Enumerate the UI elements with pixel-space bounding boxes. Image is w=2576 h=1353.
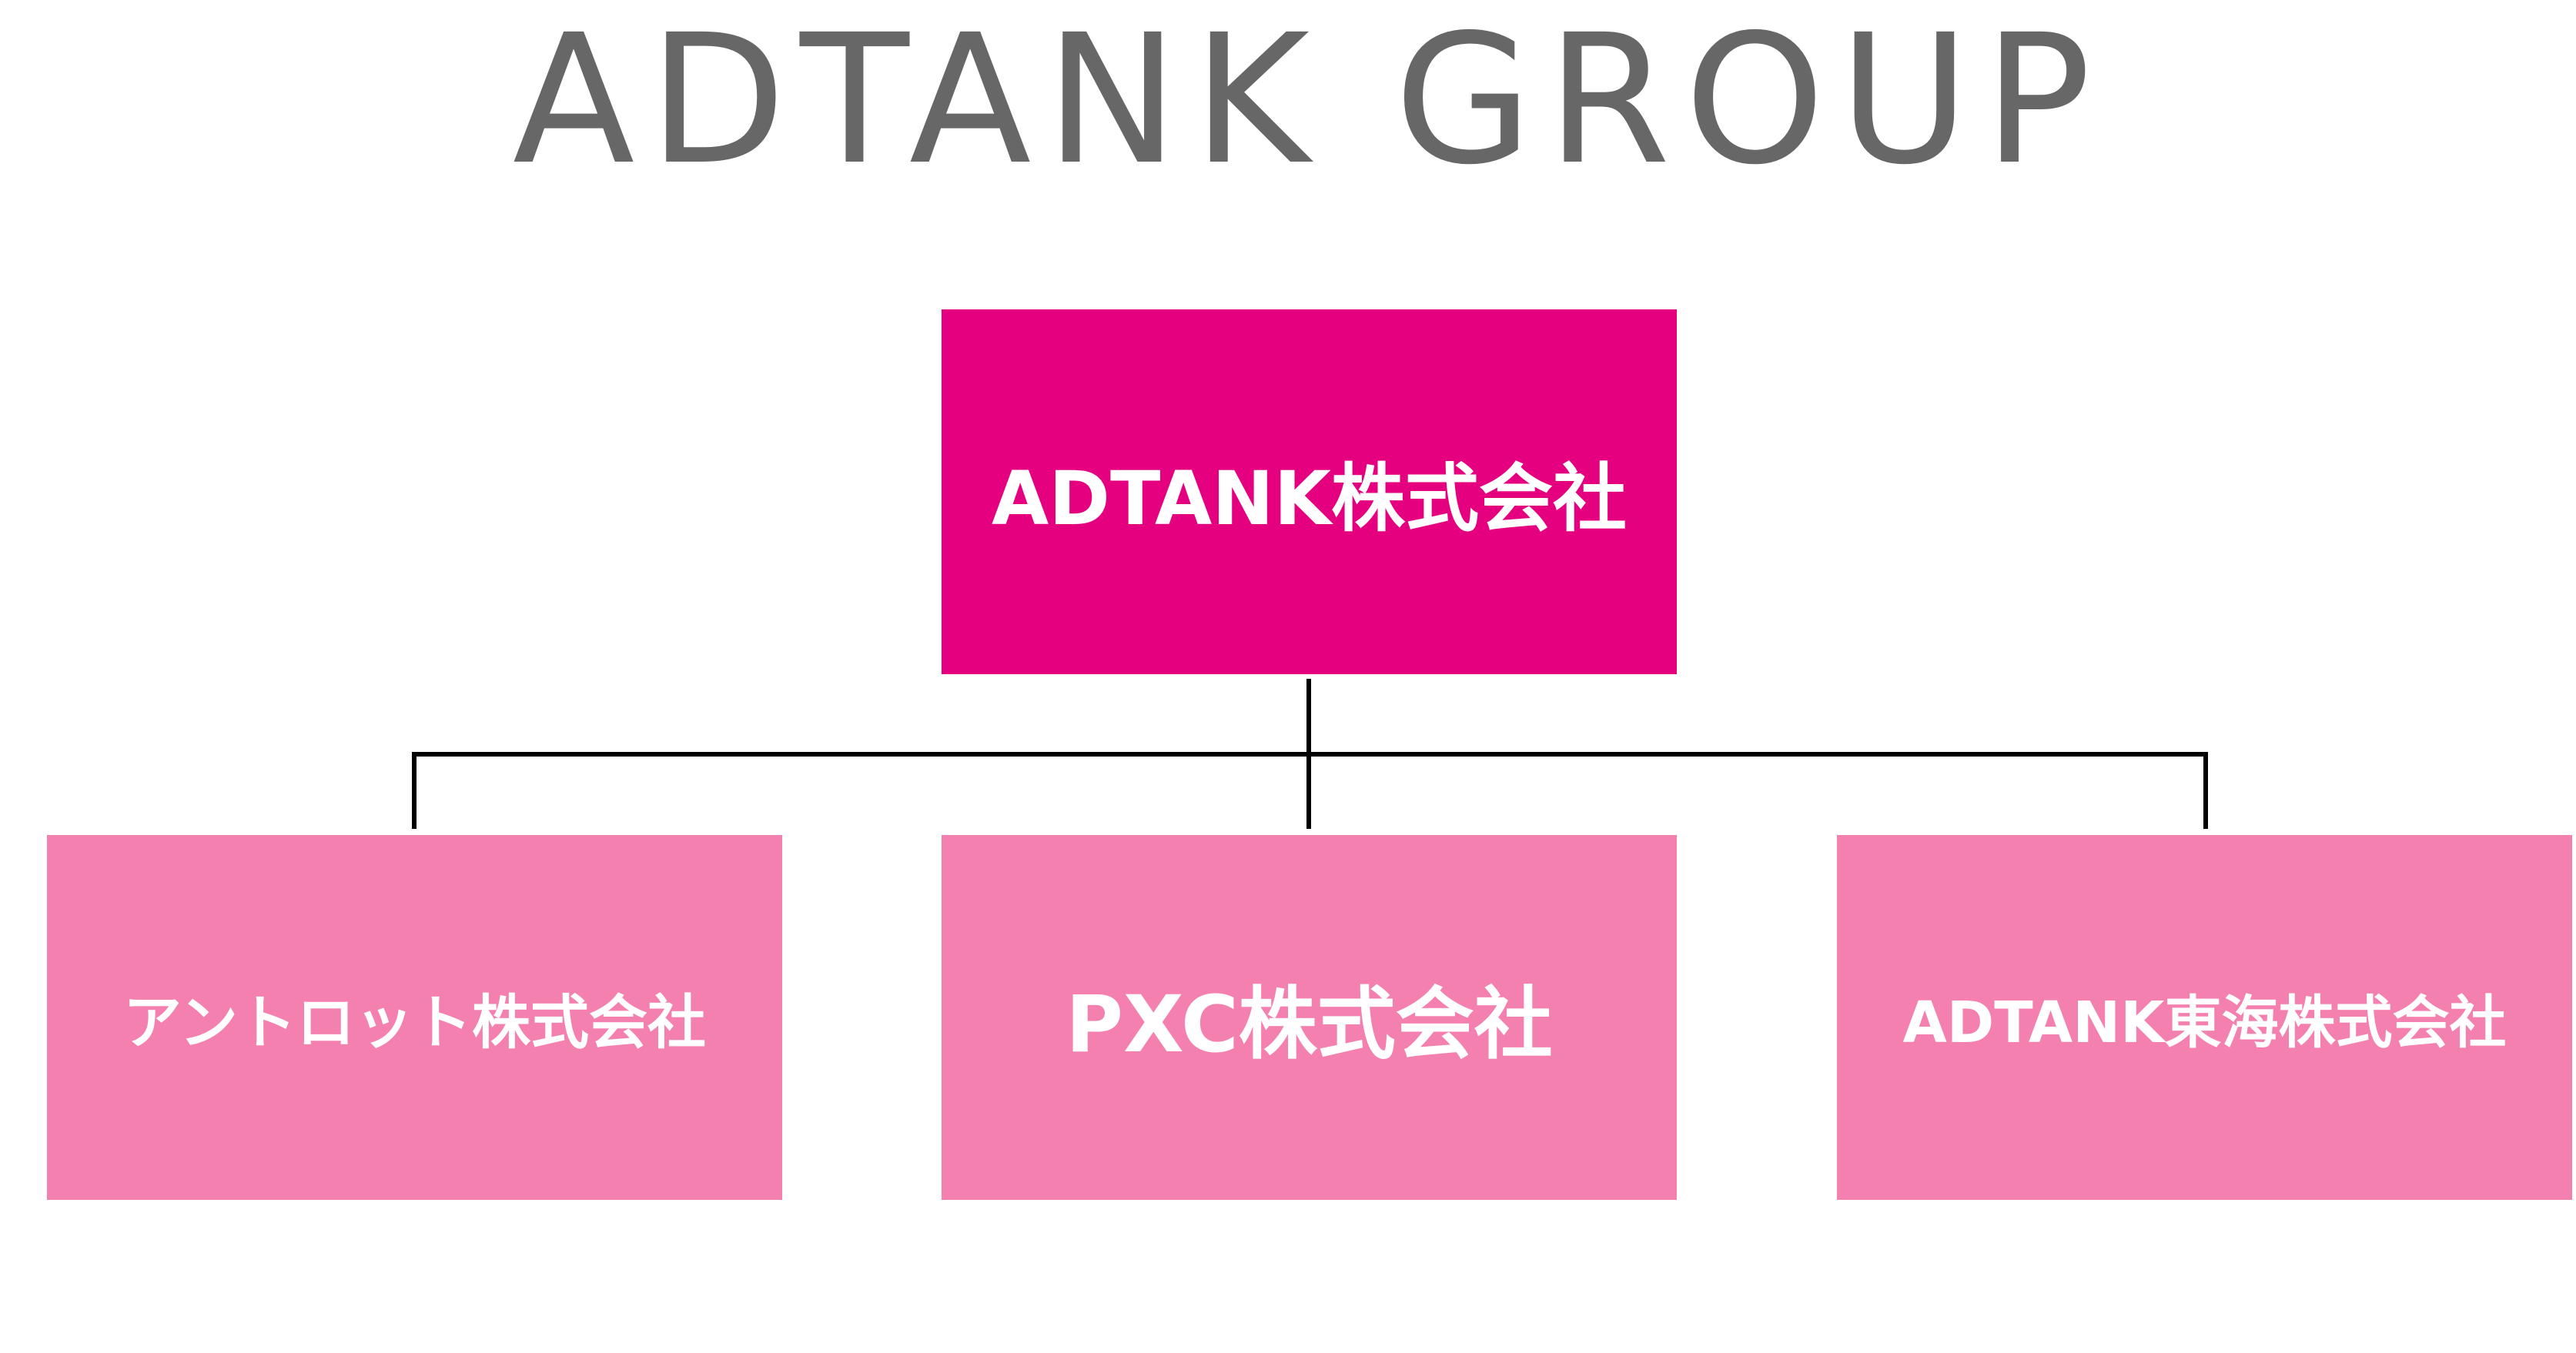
org-node-child-antlot: アントロット株式会社	[47, 835, 782, 1200]
org-node-child-adtank-tokai: ADTANK東海株式会社	[1837, 835, 2572, 1200]
org-node-parent-label: ADTANK株式会社	[991, 455, 1628, 542]
org-node-child-pxc: PXC株式会社	[942, 835, 1677, 1200]
org-node-child-label: ADTANK東海株式会社	[1902, 989, 2507, 1056]
org-node-child-label: PXC株式会社	[1066, 978, 1553, 1071]
company-logo: ADTANK GROUP	[512, 0, 2106, 204]
org-node-parent: ADTANK株式会社	[942, 309, 1677, 674]
org-node-child-label: アントロット株式会社	[123, 988, 706, 1057]
